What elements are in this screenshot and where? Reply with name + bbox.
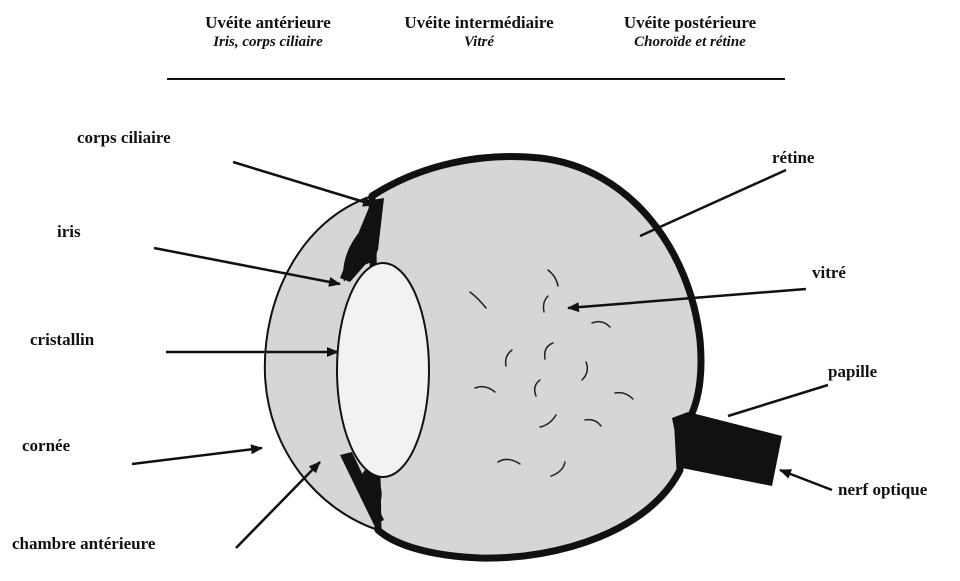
label-vitre: vitré xyxy=(812,263,846,283)
label-cristallin: cristallin xyxy=(30,330,94,350)
line-retine xyxy=(640,170,786,236)
line-papille xyxy=(728,385,828,416)
label-chambre-anterieure: chambre antérieure xyxy=(12,534,155,554)
label-corps-ciliaire: corps ciliaire xyxy=(77,128,171,148)
label-cornee: cornée xyxy=(22,436,70,456)
arrow-corps-ciliaire xyxy=(233,162,374,205)
optic-nerve xyxy=(672,412,782,486)
arrow-nerf-optique xyxy=(780,470,832,490)
lens xyxy=(337,263,429,477)
label-iris: iris xyxy=(57,222,81,242)
label-papille: papille xyxy=(828,362,877,382)
label-retine: rétine xyxy=(772,148,814,168)
arrow-cornee xyxy=(132,448,262,464)
arrow-chambre-anterieure xyxy=(236,462,320,548)
label-nerf-optique: nerf optique xyxy=(838,480,927,500)
